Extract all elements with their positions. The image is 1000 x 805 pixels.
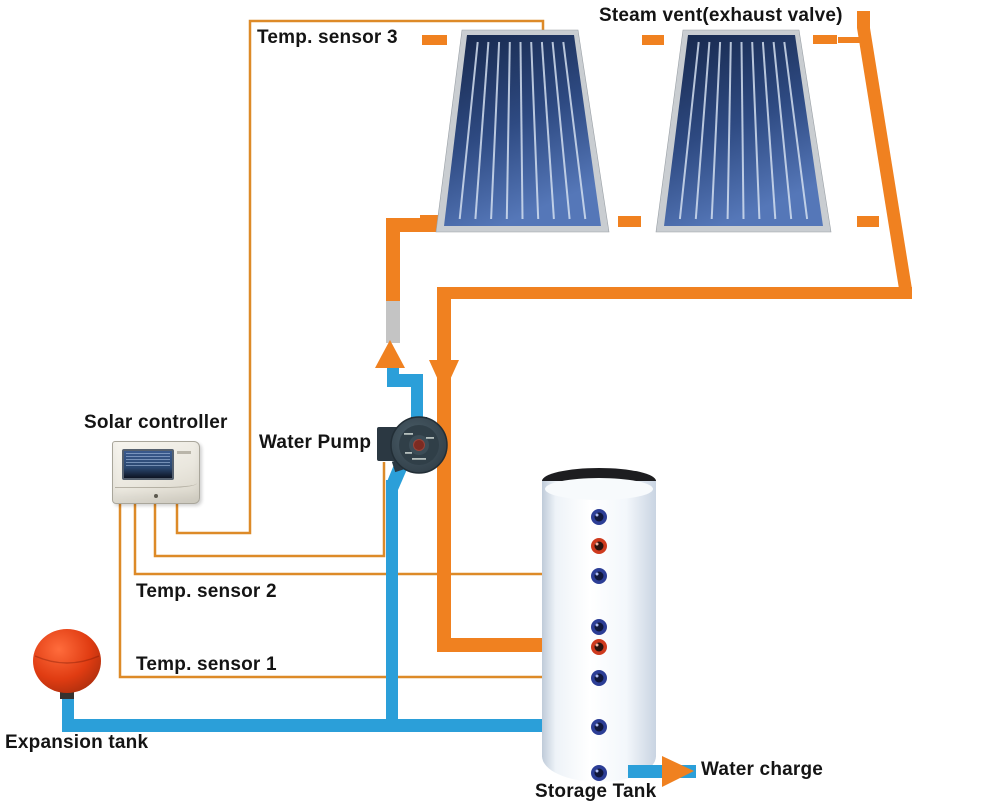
tank-port-blue [591, 568, 607, 584]
label-temp-sensor-3: Temp. sensor 3 [257, 27, 398, 48]
stub-panel1-bottom-left [420, 215, 440, 227]
pipe-long-horizontal [437, 287, 912, 299]
expansion-tank-fitting [60, 689, 74, 699]
flow-up-arrow-icon [375, 340, 405, 368]
label-storage-tank: Storage Tank [535, 781, 657, 802]
pump-power-wire [153, 462, 386, 558]
collector1-stripes [458, 41, 587, 220]
flat-plate-collector-1 [435, 29, 610, 233]
pipe-union-fitting [386, 301, 400, 343]
temp-sensor-3-wire [175, 19, 545, 535]
label-temp-sensor-1: Temp. sensor 1 [136, 654, 277, 675]
tank-port-red [591, 639, 607, 655]
water-charge-line [628, 756, 696, 787]
label-expansion-tank: Expansion tank [5, 732, 149, 753]
expansion-tank [33, 629, 101, 699]
flow-right-arrow-icon [662, 756, 694, 787]
pipe-cold-main [62, 719, 543, 732]
label-water-charge: Water charge [701, 759, 824, 780]
flat-plate-collector-2 [655, 29, 832, 233]
stub-between-panels-bottom [618, 216, 641, 227]
stub-between-panels-top [642, 35, 664, 45]
tank-port-blue [591, 509, 607, 525]
temp-sensor-1-wire [118, 502, 543, 679]
solar-controller-unit [112, 441, 200, 504]
label-water-pump: Water Pump [259, 432, 372, 453]
pipe-coil-inlet [437, 638, 547, 652]
label-solar-controller: Solar controller [84, 412, 228, 433]
stub-panel2-bottom-right [857, 216, 879, 227]
controller-model-print [177, 451, 191, 454]
pipe-left-vertical [386, 226, 400, 303]
pump-center-cap [413, 439, 425, 451]
expansion-tank-seam [34, 655, 100, 664]
pump-label-marks [404, 433, 434, 460]
flow-down-arrow-icon [429, 360, 459, 393]
collector2-stripes [678, 41, 809, 220]
storage-tank [542, 468, 656, 782]
stub-panel1-top-left [422, 35, 447, 45]
tank-port-red [591, 538, 607, 554]
cold-water-pipes [62, 366, 543, 732]
water-pump [377, 416, 448, 474]
tank-bottom [542, 730, 656, 782]
hot-water-pipes [375, 11, 912, 652]
controller-led [154, 494, 158, 498]
tank-top-face [545, 478, 653, 500]
pipe-cold-down [386, 480, 398, 732]
controller-seam [115, 480, 197, 488]
stub-vent-connector [838, 37, 860, 43]
tank-port-blue [591, 719, 607, 735]
pipe-cold-to-pump [411, 380, 423, 425]
sensor-wires [118, 19, 545, 679]
steam-vent-stub [857, 11, 870, 28]
tank-port-blue [591, 619, 607, 635]
tank-port-blue [591, 670, 607, 686]
label-steam-vent: Steam vent(exhaust valve) [599, 5, 843, 26]
pipe-expansion-drop [62, 694, 74, 724]
pipe-right-vertical [437, 295, 451, 645]
temp-sensor-2-wire [133, 502, 543, 576]
tank-port-blue [591, 765, 607, 781]
controller-screen [122, 449, 174, 480]
label-temp-sensor-2: Temp. sensor 2 [136, 581, 277, 602]
tank-ports [591, 509, 607, 781]
stub-panel2-top-right [813, 35, 837, 44]
pipe-vent-riser [857, 28, 912, 289]
controller-screen-content [126, 453, 170, 468]
expansion-tank-body [33, 629, 101, 693]
